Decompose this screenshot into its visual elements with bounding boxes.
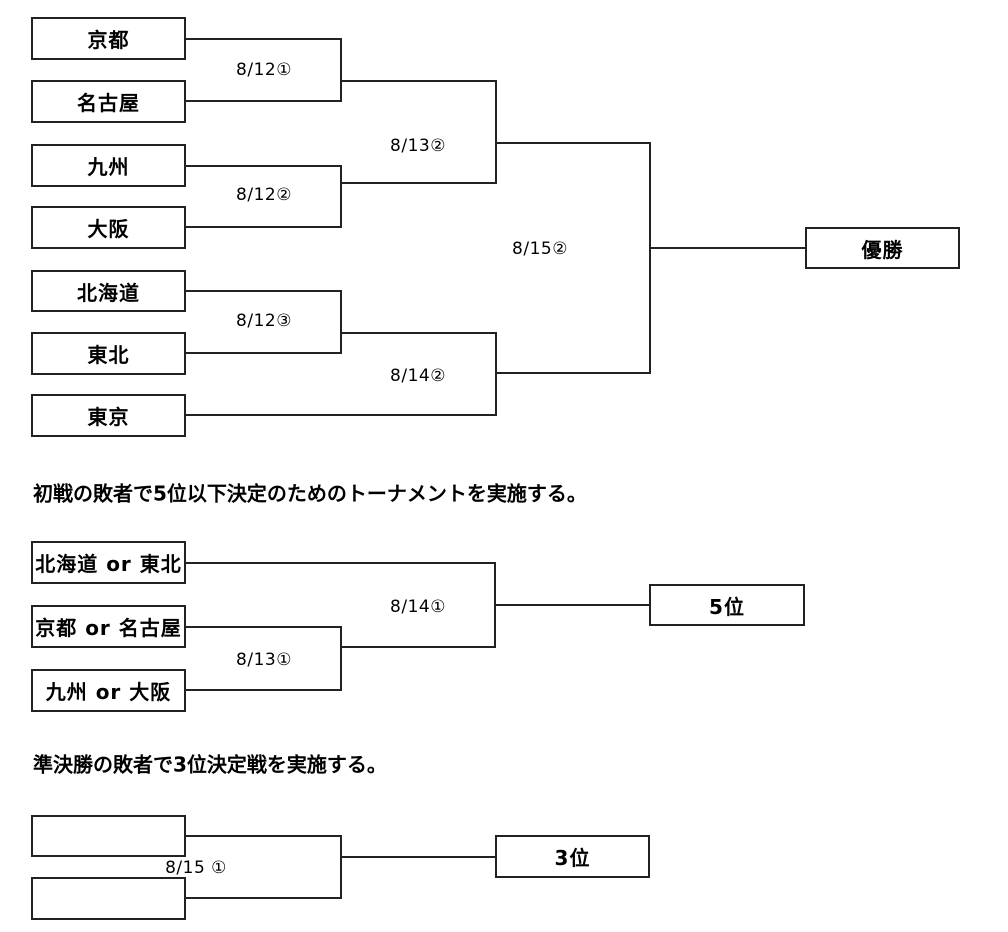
connector-final-8-15-2 (649, 142, 805, 374)
team-box-kyushu: 九州 (31, 144, 186, 187)
consolation-note: 初戦の敗者で5位以下決定のためのトーナメントを実施する。 (33, 481, 587, 506)
team-box-nagoya: 名古屋 (31, 80, 186, 123)
match-label-8-14-2: 8/14② (390, 366, 446, 386)
connector-semifinal-8-14-2 (495, 332, 651, 416)
third-place-team-box-2 (31, 877, 186, 920)
team-box-kyoto: 京都 (31, 17, 186, 60)
connector-match-8-12-1 (186, 38, 497, 102)
connector-match-8-12-3 (186, 290, 497, 354)
match-label-8-13-2: 8/13② (390, 136, 446, 156)
consolation-box-hokkaido-or-tohoku: 北海道 or 東北 (31, 541, 186, 584)
match-label-8-14-1: 8/14① (390, 597, 446, 617)
team-box-tohoku: 東北 (31, 332, 186, 375)
connector-consolation-8-14-1 (494, 562, 649, 648)
fifth-place-box: 5位 (649, 584, 805, 626)
team-box-osaka: 大阪 (31, 206, 186, 249)
connector-semifinal-8-13-2 (495, 80, 651, 184)
match-label-8-15-2: 8/15② (512, 239, 568, 259)
team-box-hokkaido: 北海道 (31, 270, 186, 312)
match-label-8-12-3: 8/12③ (236, 311, 292, 331)
match-label-8-15-1: 8/15 ① (165, 858, 227, 878)
connector-consolation-8-13-1 (186, 626, 496, 691)
match-label-8-12-1: 8/12① (236, 60, 292, 80)
match-label-8-12-2: 8/12② (236, 185, 292, 205)
consolation-box-kyushu-or-osaka: 九州 or 大阪 (31, 669, 186, 712)
team-box-tokyo: 東京 (31, 394, 186, 437)
third-place-note: 準決勝の敗者で3位決定戦を実施する。 (33, 752, 387, 777)
third-place-box: 3位 (495, 835, 650, 878)
consolation-box-kyoto-or-nagoya: 京都 or 名古屋 (31, 605, 186, 648)
champion-box: 優勝 (805, 227, 960, 269)
match-label-8-13-1: 8/13① (236, 650, 292, 670)
third-place-team-box-1 (31, 815, 186, 857)
connector-match-8-12-2 (186, 165, 497, 228)
connector-third-place-8-15-1 (186, 835, 495, 899)
